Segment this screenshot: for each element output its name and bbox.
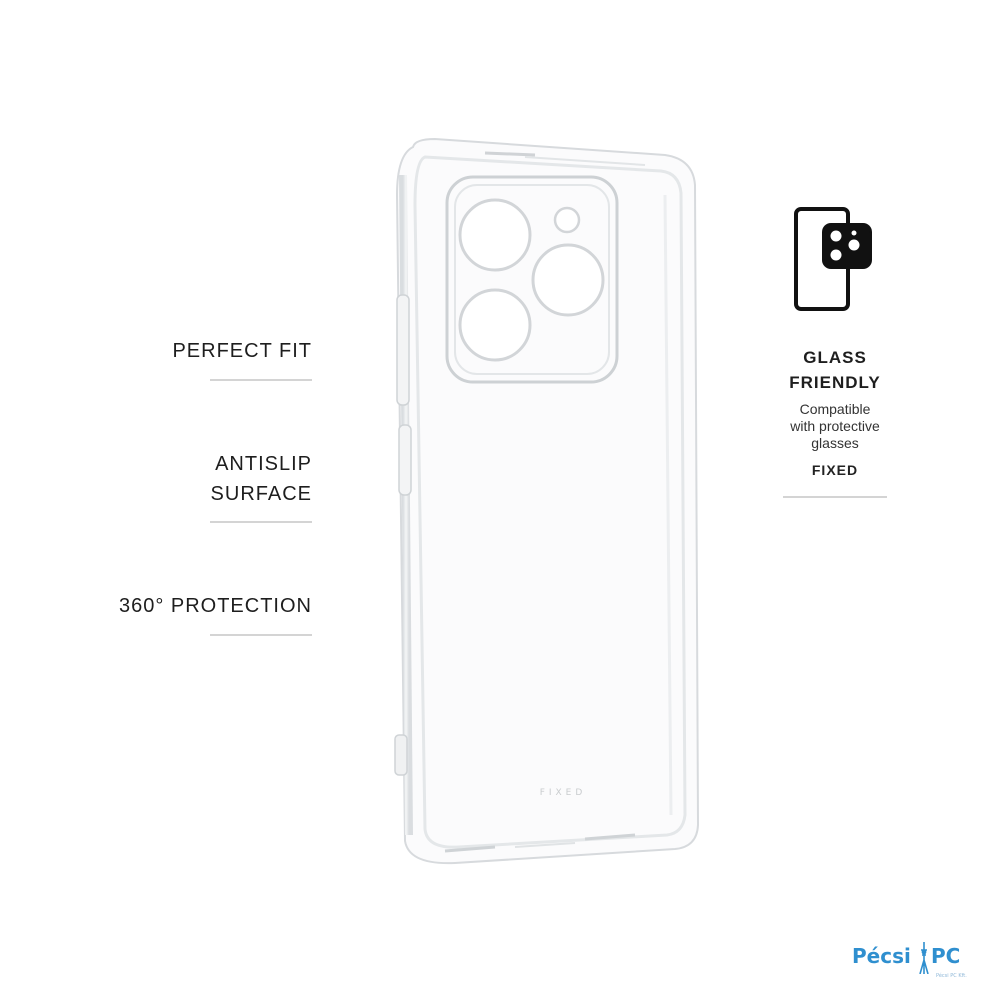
glass-friendly-brand: FIXED	[811, 462, 859, 478]
glass-friendly-title: GLASS FRIENDLY	[760, 345, 910, 395]
embossed-brand: FIXED	[540, 788, 587, 798]
glass-friendly-block: GLASS FRIENDLY Compatible with protectiv…	[760, 205, 910, 498]
title-line-1: GLASS	[803, 348, 867, 367]
tv-tower-icon	[919, 942, 929, 974]
divider	[210, 634, 312, 636]
watermark-text-left: Pécsi	[852, 944, 911, 968]
watermark-logo: Pécsi PC Pécsi PC Kft.	[852, 942, 967, 988]
desc-line-2: with protective	[790, 418, 880, 434]
title-line-2: FRIENDLY	[789, 373, 881, 392]
divider	[210, 379, 312, 381]
glass-friendly-description: Compatible with protective glasses	[760, 401, 910, 452]
feature-label-line-2: SURFACE	[210, 483, 312, 505]
watermark-subtext: Pécsi PC Kft.	[936, 973, 967, 979]
phone-case-image: FIXED	[394, 137, 700, 865]
phone-with-camera-glass-icon	[794, 207, 872, 311]
feature-perfect-fit: PERFECT FIT	[172, 336, 312, 381]
divider	[210, 521, 312, 523]
desc-line-3: glasses	[811, 435, 859, 451]
feature-label: 360° PROTECTION	[118, 595, 312, 617]
feature-360-protection: 360° PROTECTION	[118, 591, 312, 636]
feature-label-line-1: ANTISLIP	[215, 453, 312, 475]
feature-label: PERFECT FIT	[172, 340, 312, 362]
desc-line-1: Compatible	[799, 401, 871, 417]
divider	[783, 496, 887, 498]
feature-antislip-surface: ANTISLIP SURFACE	[210, 449, 312, 523]
watermark-text-right: PC	[931, 944, 961, 968]
